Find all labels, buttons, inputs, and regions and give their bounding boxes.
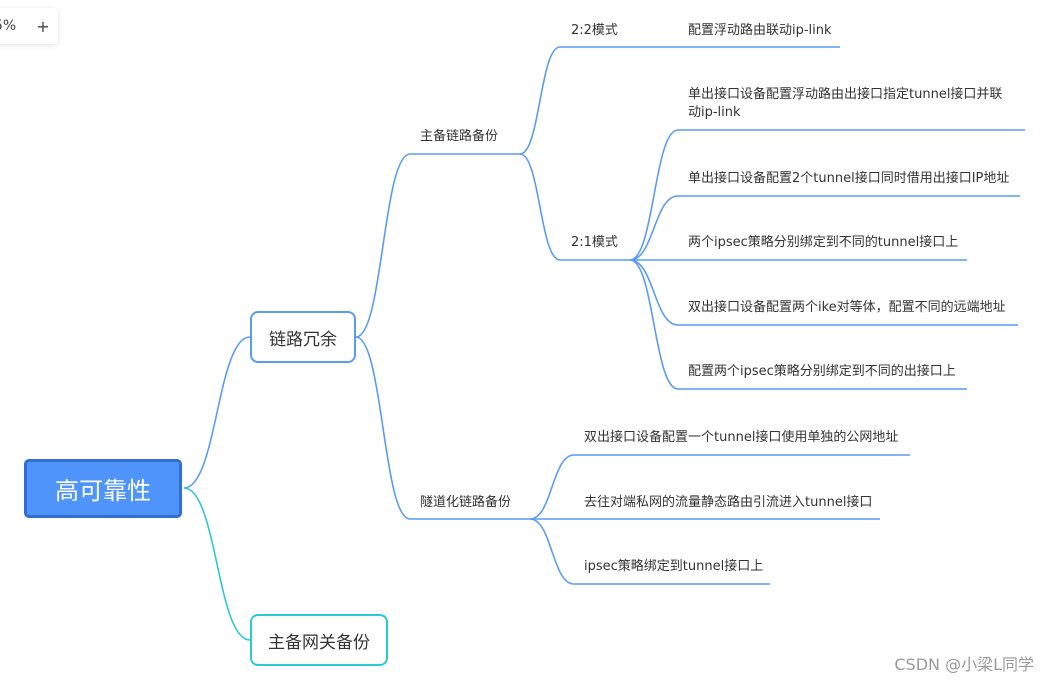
leaf-2-1-2[interactable]: 单出接口设备配置2个tunnel接口同时借用出接口IP地址 <box>688 171 1010 186</box>
topic-tunnel-backup[interactable]: 隧道化链路备份 <box>420 495 512 510</box>
leaf-2-2-1[interactable]: 配置浮动路由联动ip-link <box>688 23 832 38</box>
zoom-level: 5% <box>0 18 17 34</box>
connector-root-link-redundancy <box>183 336 251 489</box>
leaf-2-1-4[interactable]: 双出接口设备配置两个ike对等体，配置不同的远端地址 <box>688 300 1006 315</box>
zoom-control: 5% + <box>0 8 58 44</box>
connector-primary-2-1 <box>519 153 561 261</box>
root-node[interactable]: 高可靠性 <box>24 459 182 518</box>
connector-2-1-leaf-5 <box>629 259 679 390</box>
leaf-2-1-1[interactable]: 单出接口设备配置浮动路由出接口指定tunnel接口并联动ip-link <box>688 87 1003 120</box>
leaf-tunnel-2[interactable]: 去往对端私网的流量静态路由引流进入tunnel接口 <box>584 495 873 510</box>
connector-2-1-leaf-4 <box>629 259 679 326</box>
leaf-tunnel-3[interactable]: ipsec策略绑定到tunnel接口上 <box>584 559 764 574</box>
connector-redundancy-primary <box>355 153 411 338</box>
topic-mode-2-2[interactable]: 2:2模式 <box>571 23 618 38</box>
connector-redundancy-tunnel <box>355 336 411 520</box>
connector-2-1-leaf-1 <box>629 129 679 261</box>
branch-link-redundancy[interactable]: 链路冗余 <box>250 311 356 363</box>
connector-root-gateway-backup <box>183 487 251 641</box>
connector-primary-2-2 <box>519 46 561 155</box>
branch-gateway-backup[interactable]: 主备网关备份 <box>250 614 388 666</box>
watermark: CSDN @小梁L同学 <box>894 655 1034 674</box>
zoom-in-button[interactable]: + <box>36 16 50 36</box>
connector-2-1-leaf-2 <box>629 195 679 261</box>
leaf-2-1-5[interactable]: 配置两个ipsec策略分别绑定到不同的出接口上 <box>688 364 956 379</box>
topic-primary-backup[interactable]: 主备链路备份 <box>420 129 499 144</box>
topic-mode-2-1[interactable]: 2:1模式 <box>571 235 618 250</box>
connector-tunnel-leaf-1 <box>529 454 575 520</box>
leaf-tunnel-1[interactable]: 双出接口设备配置一个tunnel接口使用单独的公网地址 <box>584 430 899 445</box>
connector-tunnel-leaf-3 <box>529 518 575 585</box>
leaf-2-1-3[interactable]: 两个ipsec策略分别绑定到不同的tunnel接口上 <box>688 235 959 250</box>
